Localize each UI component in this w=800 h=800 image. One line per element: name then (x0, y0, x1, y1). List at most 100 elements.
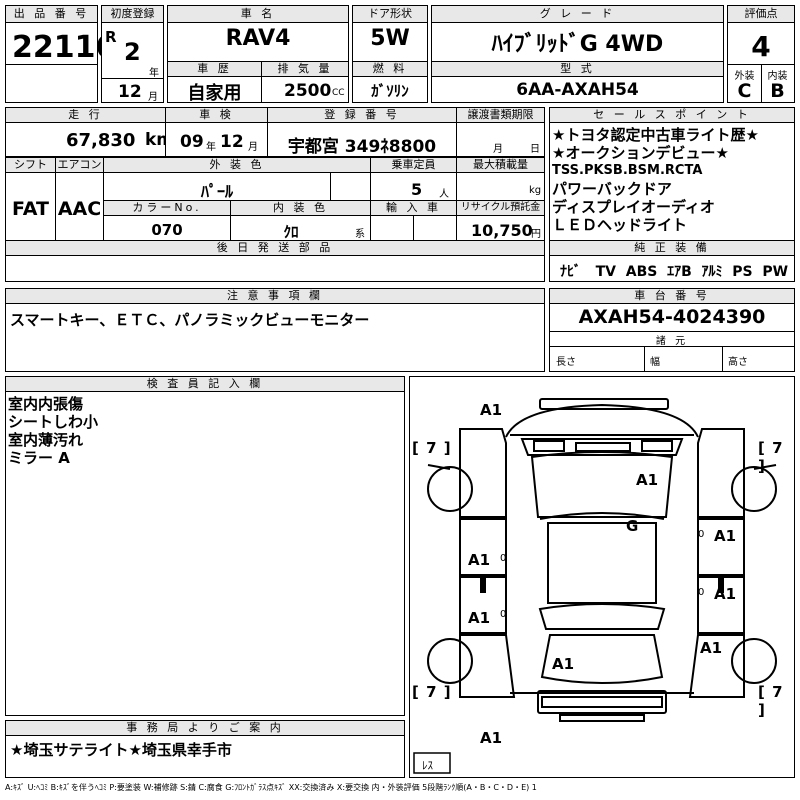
model-label: 型 式 (432, 62, 723, 77)
mark-right-front-door: A1 (714, 527, 737, 545)
int-color-label: 内 装 色 (231, 201, 370, 216)
shift: FAT (12, 198, 49, 220)
mark-front-left: A1 (480, 401, 503, 419)
int-color-box: 内 装 色 ｸﾛ 系 (230, 200, 371, 241)
int-color-unit: 系 (355, 229, 365, 240)
sales-label: セ ー ル ス ポ イ ン ト (550, 108, 794, 123)
import-box: 輸 入 車 (370, 200, 457, 241)
recycle-unit: 円 (531, 229, 541, 240)
door-label: ドア形状 (353, 6, 427, 23)
color-no-box: カラーNo. 070 (103, 200, 231, 241)
fuel-box: 燃 料 ｶﾞｿﾘﾝ (352, 61, 428, 103)
recycle-box: リサイクル預託金 10,750 円 (456, 200, 545, 241)
equip-item: TV (595, 264, 617, 280)
mark-hood: A1 (636, 471, 659, 489)
sales-point: ＬＥＤヘッドライト (552, 216, 688, 234)
shift-box: シフト FAT (5, 157, 56, 241)
office-box: 事 務 局 よ り ご 案 内 ★埼玉サテライト★埼玉県幸手市 (5, 720, 405, 778)
width-label: 幅 (650, 357, 660, 368)
insp-month-unit: 月 (248, 142, 258, 153)
plate-box: 登 録 番 号 宇都宮 349ﾈ8800 (267, 107, 457, 157)
equipment-box: 純 正 装 備 ﾅﾋﾞ TV ABS ｴｱB ｱﾙﾐ PS PW (549, 240, 795, 282)
equip-item: ｱﾙﾐ (701, 264, 723, 280)
transfer-box: 譲渡書類期限 月 日 (456, 107, 545, 157)
door-type: 5W (370, 26, 410, 51)
parts-box: 後 日 発 送 部 品 (5, 240, 545, 282)
spare-less: ﾚｽ (422, 759, 433, 772)
height-label: 高さ (728, 357, 748, 368)
parts-label: 後 日 発 送 部 品 (6, 241, 544, 256)
displacement-label: 排 気 量 (262, 62, 348, 77)
fuel-label: 燃 料 (353, 62, 427, 77)
door-box: ドア形状 5W (352, 5, 428, 62)
mark-trunk: A1 (552, 655, 575, 673)
import-label: 輸 入 車 (371, 201, 456, 216)
inspector-line: 室内内張傷 (8, 395, 84, 413)
chassis-number: AXAH54-4024390 (578, 306, 766, 328)
load-unit: kg (529, 185, 542, 196)
mark-right-quarter: A1 (700, 639, 723, 657)
tire-rl: [ 7 ] (412, 683, 452, 701)
office-text: ★埼玉サテライト★埼玉県幸手市 (10, 741, 232, 759)
sales-point: TSS.PKSB.BSM.RCTA (552, 163, 703, 178)
history-label: 車 歴 (168, 62, 261, 77)
int-color: ｸﾛ (283, 223, 299, 241)
capacity-box: 乗車定員 5 人 (370, 157, 457, 201)
inspection-label: 車 検 (166, 108, 267, 123)
capacity-label: 乗車定員 (371, 158, 456, 173)
load-box: 最大積載量 kg (456, 157, 545, 201)
capacity: 5 (411, 180, 423, 199)
plate-number: 宇都宮 349ﾈ8800 (287, 137, 437, 157)
lot-box: 出 品 番 号 22116 (5, 5, 116, 103)
sales-point: パワーバックドア (552, 180, 672, 198)
insp-year: 09 (180, 132, 204, 152)
sales-point: ★オークションデビュー★ (552, 144, 729, 162)
ext-score: C (737, 80, 752, 102)
ac-box: エアコン AAC (55, 157, 104, 241)
color-no-label: カラーNo. (104, 201, 230, 216)
mark-right-rear-door: A1 (714, 585, 737, 603)
score-box: 評価点 4 外装 内装 C B (727, 5, 795, 103)
door-mark: 0 (698, 587, 705, 598)
score: 4 (751, 30, 771, 63)
ext-color-label: 外 装 色 (104, 158, 370, 173)
inspector-box: 検 査 員 記 入 欄 室内内張傷 シートしわ小 室内薄汚れ ミラー A (5, 376, 405, 716)
mark-rear-left: A1 (480, 729, 503, 747)
tire-fr: [ 7 ] (758, 439, 784, 475)
mileage-label: 走 行 (6, 108, 165, 123)
inspector-line: ミラー A (8, 449, 70, 467)
first-reg-label: 初度登録 (102, 6, 163, 23)
equipment-label: 純 正 装 備 (550, 241, 794, 256)
color-no: 070 (151, 221, 183, 239)
tire-rr: [ 7 ] (758, 683, 784, 719)
office-label: 事 務 局 よ り ご 案 内 (6, 721, 404, 736)
mark-left-rear-door: A1 (468, 609, 491, 627)
transfer-label: 譲渡書類期限 (457, 108, 544, 123)
equip-item: PS (732, 264, 753, 280)
inspector-line: 室内薄汚れ (8, 431, 84, 449)
door-mark: 0 (500, 553, 507, 564)
door-mark: 0 (500, 609, 507, 620)
ext-label: 外装 (734, 71, 755, 82)
first-reg-box: 初度登録 R 2 年 12 月 (101, 5, 164, 103)
recycle-amount: 10,750 (471, 221, 533, 240)
insp-year-unit: 年 (206, 142, 216, 153)
equip-item: ｴｱB (667, 264, 692, 280)
tire-rl-value: 7 (426, 683, 438, 701)
model-code: 6AA-AXAH54 (516, 80, 639, 100)
history-box: 車 歴 自家用 (167, 61, 262, 104)
equip-item: PW (762, 264, 789, 280)
equipment-list: ﾅﾋﾞ TV ABS ｴｱB ｱﾙﾐ PS PW (560, 261, 788, 281)
inspector-label: 検 査 員 記 入 欄 (6, 377, 404, 392)
transfer-day: 日 (530, 144, 540, 155)
tire-rr-value: 7 (772, 683, 784, 701)
inspection-box: 車 検 09 年 12 月 (165, 107, 268, 157)
load-label: 最大積載量 (457, 158, 544, 173)
legend: A:ｷｽﾞ U:ﾍｺﾐ B:ｷｽﾞを伴うﾍｺﾐ P:要塗装 W:補修跡 S:錆 … (5, 783, 537, 792)
reg-year: 2 (124, 38, 141, 66)
car-outline (413, 398, 777, 774)
notes-box: 注 意 事 項 欄 スマートキー、ＥＴＣ、パノラミックビューモニター (5, 288, 545, 372)
chassis-label: 車 台 番 号 (550, 289, 794, 304)
mileage: 67,830 (66, 130, 136, 151)
ac-label: エアコン (56, 158, 103, 173)
